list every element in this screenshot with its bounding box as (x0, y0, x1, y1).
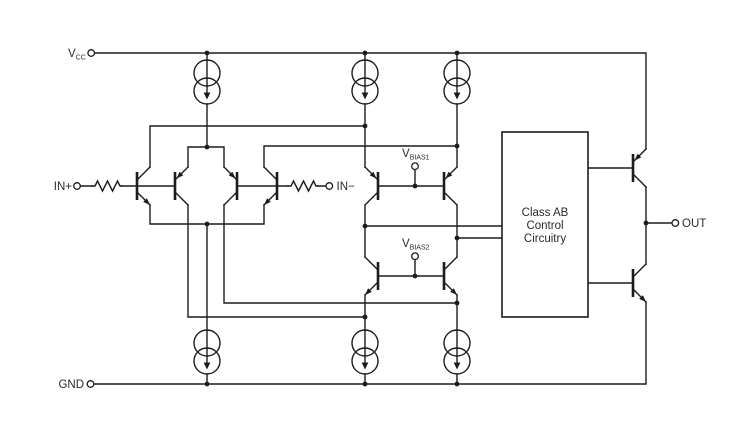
resistor-in-plus (91, 179, 123, 193)
in-plus-terminal (73, 182, 81, 190)
class-ab-control-box (501, 131, 589, 318)
gnd-terminal (86, 380, 95, 388)
class-ab-label-line2: Control (526, 220, 563, 232)
in-minus-label: IN− (337, 181, 356, 193)
in-minus-terminal (325, 182, 334, 190)
vcc-terminal (87, 49, 96, 57)
out-label: OUT (682, 218, 706, 230)
out-terminal (671, 219, 680, 227)
class-ab-label-line3: Circuitry (524, 233, 566, 245)
in-plus-label: IN+ (54, 181, 73, 193)
circuit-wires (79, 52, 673, 385)
class-ab-label-line1: Class AB (522, 207, 569, 219)
vbias2-terminal (411, 252, 419, 261)
gnd-label: GND (58, 379, 84, 391)
junction-dots (204, 50, 649, 387)
vcc-label: VCC (68, 48, 86, 62)
vbias2-label: VBIAS2 (402, 238, 430, 252)
vbias1-terminal (411, 162, 419, 171)
vbias1-label: VBIAS1 (402, 148, 430, 162)
resistor-in-minus (287, 179, 319, 193)
